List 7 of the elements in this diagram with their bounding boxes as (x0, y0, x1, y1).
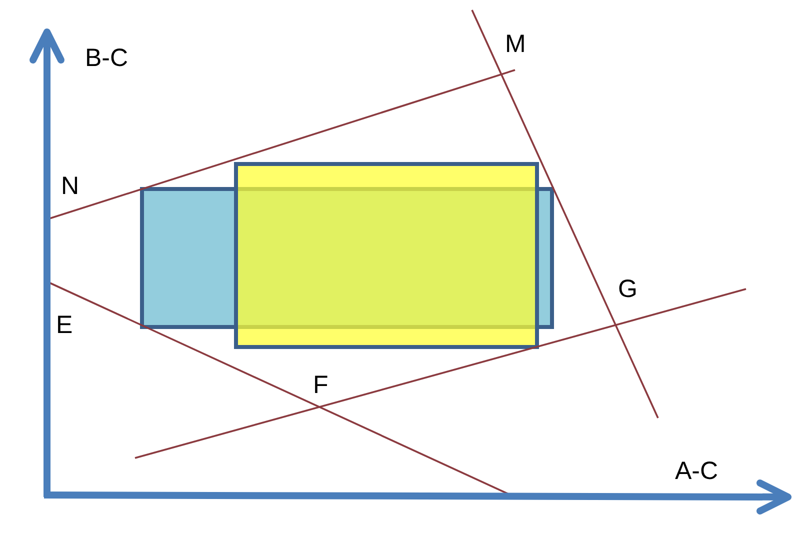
axis-label: B-C (85, 46, 128, 71)
axis-label: A-C (675, 459, 718, 484)
point-label: M (505, 32, 526, 57)
point-label: E (56, 313, 73, 338)
point-label: F (313, 373, 328, 398)
point-label: N (61, 174, 80, 199)
point-label: G (618, 277, 638, 302)
